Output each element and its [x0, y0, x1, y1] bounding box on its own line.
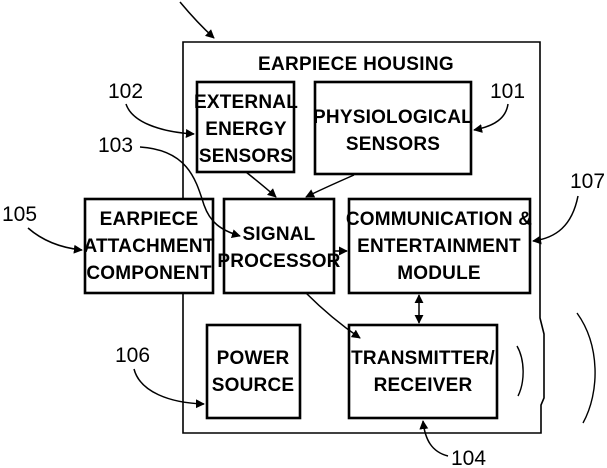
- arrow-physiological-to-processor: [306, 175, 354, 197]
- attachment-line-2: ATTACHMENT: [83, 236, 214, 257]
- wireless-wave-large: [577, 313, 595, 423]
- power-source-line-2: SOURCE: [212, 375, 295, 396]
- comm-module-line-3: MODULE: [397, 263, 481, 284]
- ref-106: 106: [115, 344, 150, 367]
- housing-title: EARPIECE HOUSING: [258, 54, 454, 75]
- ref-107: 107: [570, 170, 605, 193]
- leader-106: [134, 369, 204, 404]
- leader-105: [28, 228, 82, 250]
- physiological-sensors-block: PHYSIOLOGICAL SENSORS: [313, 82, 473, 174]
- signal-processor-line-2: PROCESSOR: [217, 251, 340, 272]
- external-energy-line-3: SENSORS: [199, 146, 293, 167]
- transmitter-receiver-block: TRANSMITTER/ RECEIVER: [349, 325, 497, 418]
- comm-module-line-2: ENTERTAINMENT: [357, 236, 521, 257]
- wireless-wave-small: [517, 346, 523, 396]
- physiological-line-2: SENSORS: [346, 134, 440, 155]
- comm-module-line-1: COMMUNICATION &: [346, 209, 532, 230]
- arrow-external-to-processor: [246, 172, 276, 197]
- earpiece-attachment-block: EARPIECE ATTACHMENT COMPONENT: [83, 199, 214, 293]
- physiological-line-1: PHYSIOLOGICAL: [313, 107, 473, 128]
- communication-entertainment-module-block: COMMUNICATION & ENTERTAINMENT MODULE: [346, 199, 532, 293]
- transceiver-line-1: TRANSMITTER/: [351, 348, 495, 369]
- ref-101: 101: [490, 80, 525, 103]
- ref-104: 104: [451, 447, 486, 468]
- signal-processor-line-1: SIGNAL: [243, 224, 316, 245]
- external-energy-sensors-block: EXTERNAL ENERGY SENSORS: [194, 82, 298, 172]
- signal-processor-block: SIGNAL PROCESSOR: [217, 199, 340, 293]
- ref-105: 105: [2, 203, 37, 226]
- transceiver-line-2: RECEIVER: [374, 375, 473, 396]
- attachment-line-3: COMPONENT: [86, 263, 211, 284]
- power-source-line-1: POWER: [217, 348, 290, 369]
- power-source-block: POWER SOURCE: [207, 325, 300, 418]
- leader-104: [423, 421, 448, 456]
- housing-pointer-arrow: [180, 2, 214, 38]
- external-energy-line-2: ENERGY: [205, 119, 287, 140]
- attachment-line-1: EARPIECE: [100, 209, 199, 230]
- external-energy-line-1: EXTERNAL: [194, 92, 298, 113]
- leader-101: [474, 104, 508, 130]
- ref-102: 102: [108, 80, 143, 103]
- ref-103: 103: [98, 134, 133, 157]
